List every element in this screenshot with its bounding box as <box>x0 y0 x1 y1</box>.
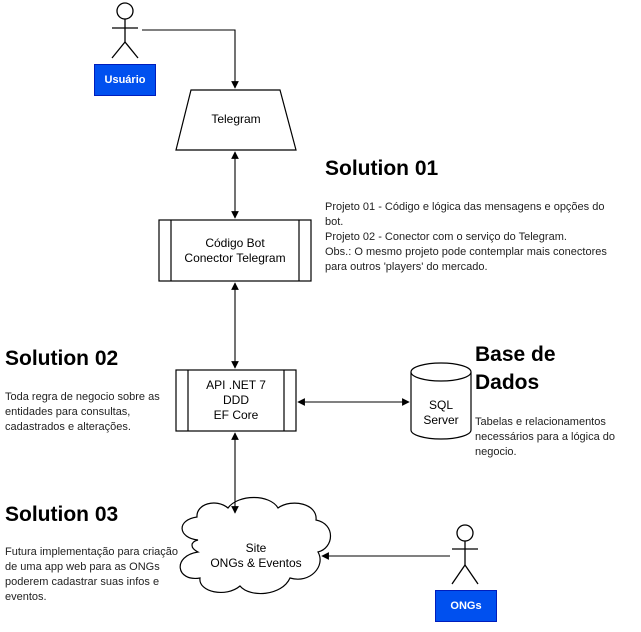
sql-server-cylinder-shape <box>410 362 472 440</box>
site-node-label: Site ONGs & Eventos <box>210 541 302 570</box>
codigo-bot-node-shape <box>158 219 312 282</box>
ongs-actor-icon <box>451 524 479 585</box>
connectors <box>142 29 450 560</box>
site-cloud-shape <box>179 497 332 595</box>
usuario-actor-icon <box>111 2 139 59</box>
base-dados-title: Base de Dados <box>475 343 556 394</box>
base-dados-description: Tabelas e relacionamentos necessários pa… <box>475 416 616 458</box>
usuario-actor-label: Usuário <box>94 64 156 96</box>
solution01-description: Projeto 01 - Código e lógica das mensage… <box>325 201 607 273</box>
solution03-title: Solution 03 <box>5 503 119 526</box>
solution02-description: Toda regra de negocio sobre as entidades… <box>5 391 160 433</box>
solution01-title: Solution 01 <box>325 157 439 180</box>
telegram-node-shape <box>175 89 297 151</box>
usuario-to-telegram-arrow <box>142 29 239 89</box>
sql-server-node-label: SQL Server <box>423 398 459 427</box>
api-node-label: API .NET 7 DDD EF Core <box>206 378 266 422</box>
solution02-title: Solution 02 <box>5 347 119 370</box>
solution03-description: Futura implementação para criação de uma… <box>5 546 179 603</box>
telegram-node-label: Telegram <box>211 112 261 126</box>
codigo-bot-node-label: Código Bot Conector Telegram <box>184 236 286 265</box>
ongs-actor-label: ONGs <box>435 590 497 622</box>
api-node-shape <box>175 369 297 432</box>
